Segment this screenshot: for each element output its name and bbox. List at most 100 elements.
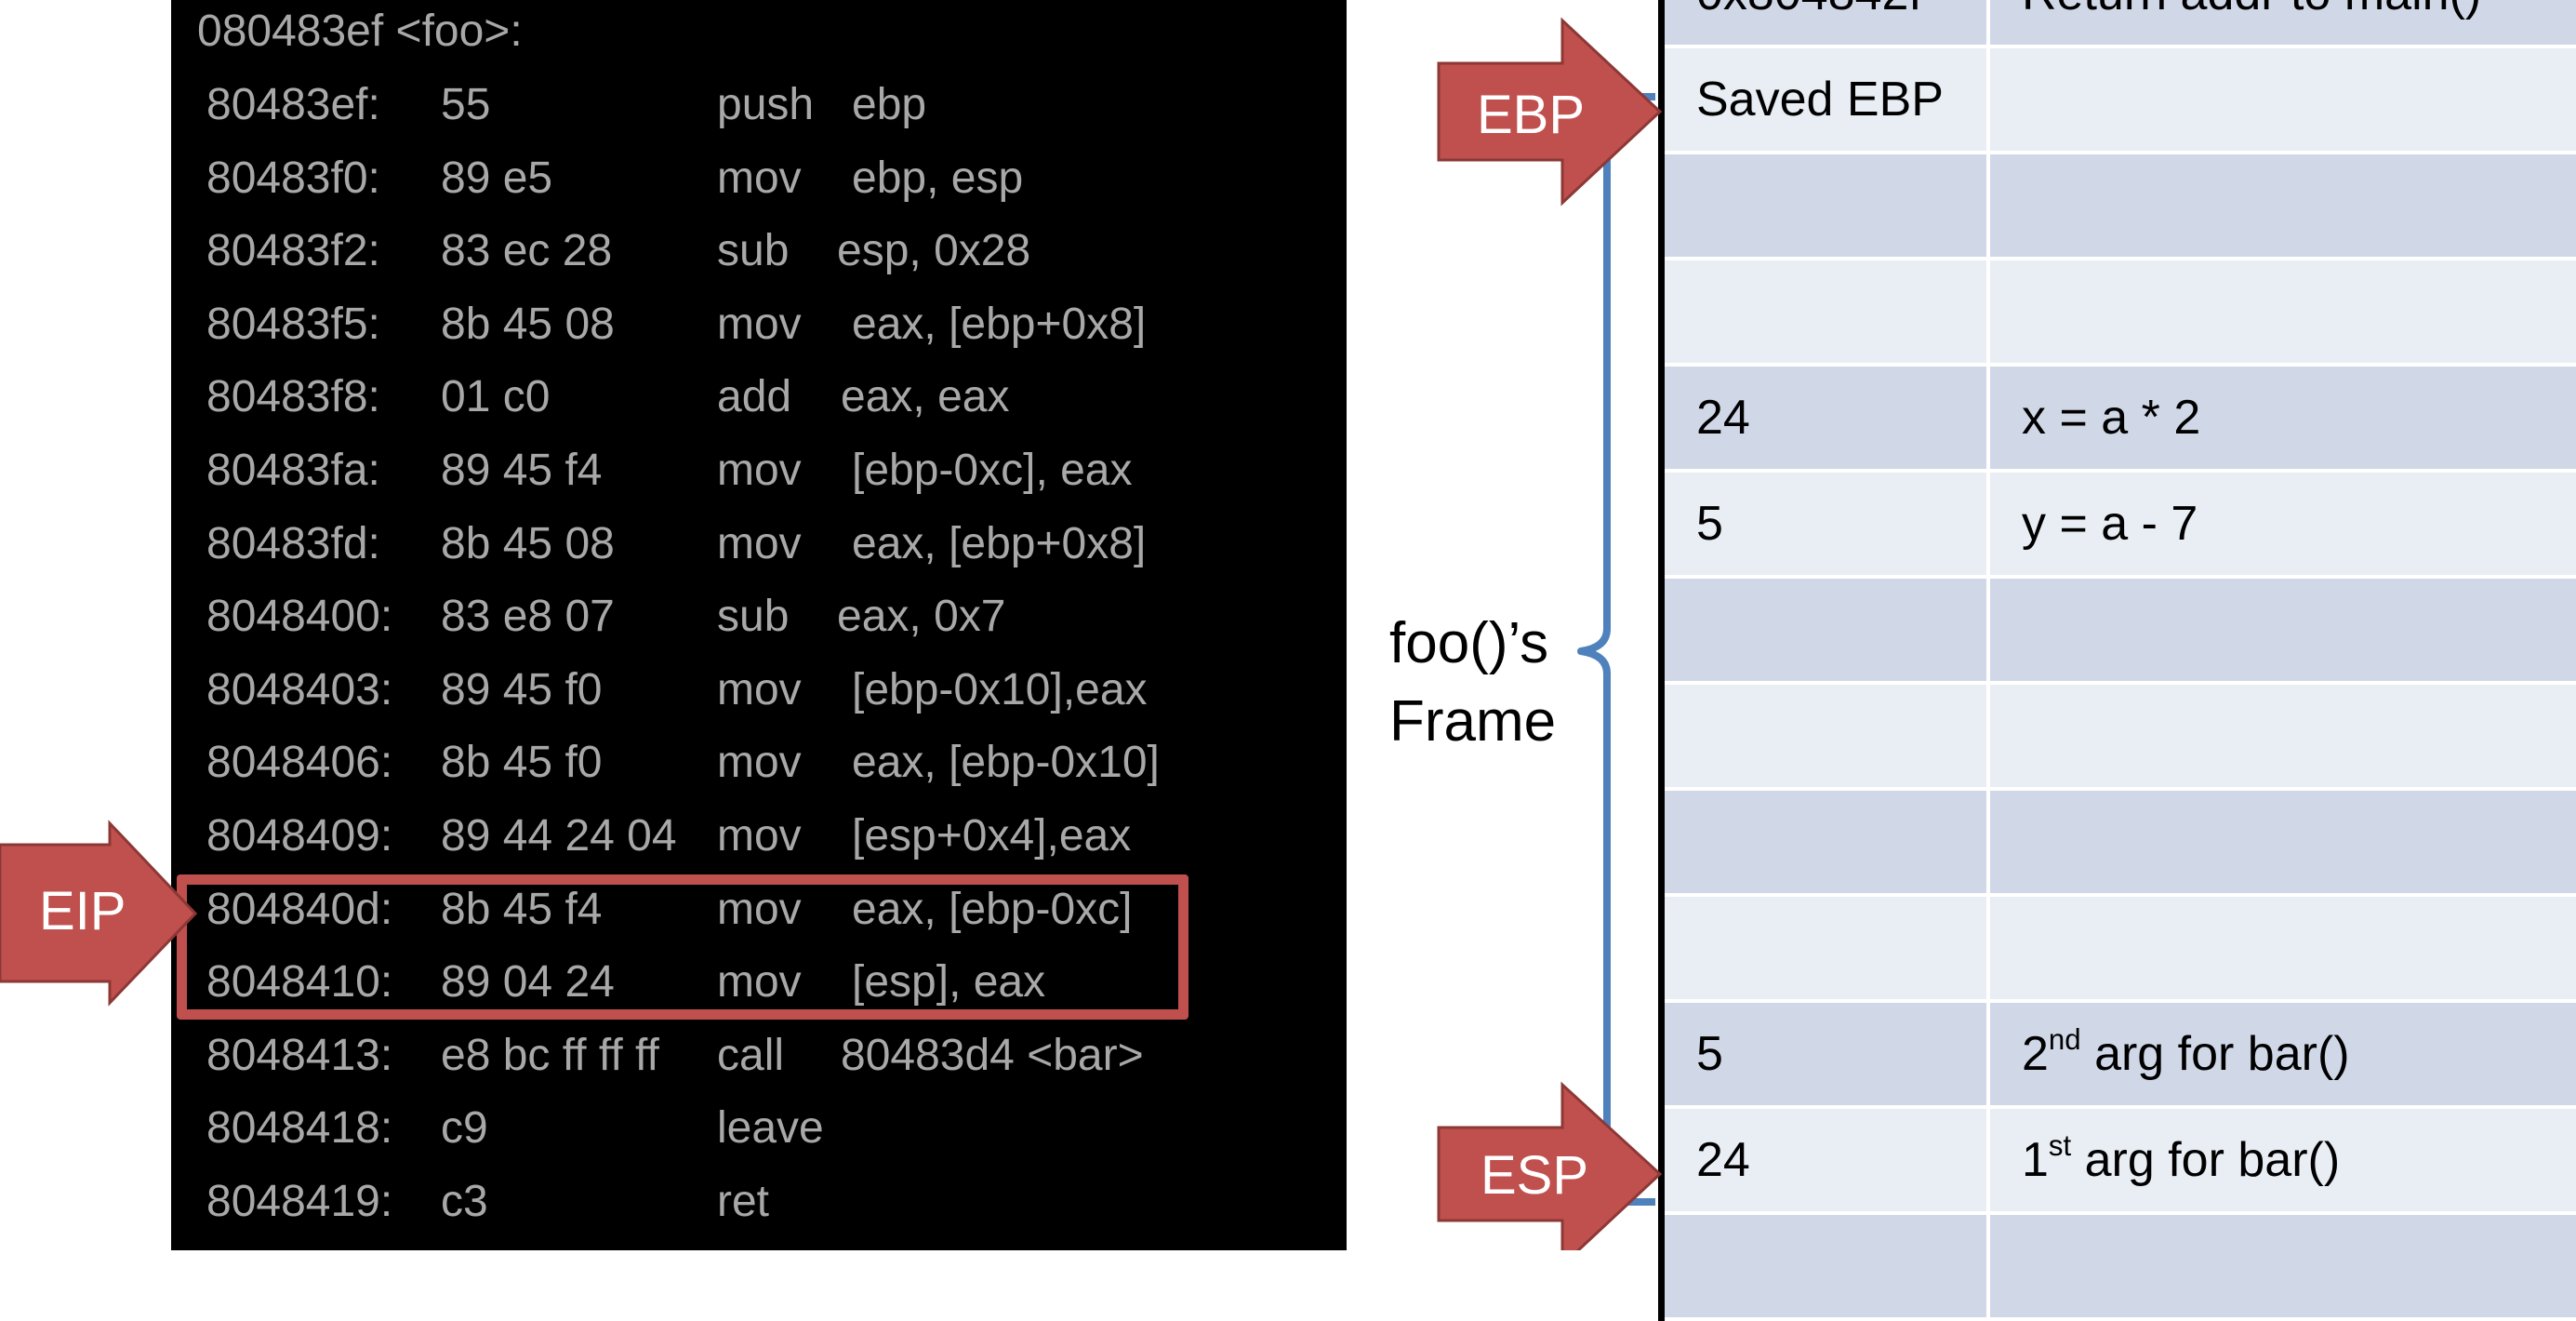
instruction-bytes: 89 04 24 [441, 957, 615, 1007]
instruction-address: 80483ef: [206, 80, 380, 129]
instruction-mnemonic: add [717, 372, 792, 422]
frame-label: foo()’s Frame [1389, 611, 1557, 754]
stack-slot: 5 y = a - 7 [1665, 473, 2576, 579]
instruction-address: 80483f8: [206, 372, 380, 422]
instruction-mnemonic: mov [717, 518, 802, 568]
instruction-address: 8048400: [206, 592, 393, 642]
instruction-bytes: 83 ec 28 [441, 226, 613, 276]
eip-arrow [0, 820, 198, 1007]
instruction-mnemonic: mov [717, 957, 802, 1007]
instruction-operands: [ebp-0xc], eax [852, 446, 1133, 495]
ordinal-suffix: st [2048, 1129, 2072, 1163]
stack-slot-value [1665, 897, 1990, 999]
stack-slot-value: Saved EBP [1665, 48, 1990, 151]
instruction-operands: eax, [ebp-0xc] [852, 884, 1133, 934]
instruction-bytes: 89 44 24 04 [441, 811, 677, 861]
instruction-bytes: 55 [441, 80, 491, 129]
instruction-operands: eax, 0x7 [837, 592, 1006, 642]
instruction-address: 8048410: [206, 957, 393, 1007]
instruction-bytes: c9 [441, 1103, 488, 1154]
stack-slot-value: 5 [1665, 473, 1990, 575]
ordinal-suffix: nd [2048, 1023, 2081, 1057]
instruction-address: 8048403: [206, 664, 393, 714]
instruction-operands: ebp [852, 80, 927, 129]
ordinal-number: 2 [2022, 1027, 2049, 1081]
stack-slot-value: 24 [1665, 1109, 1990, 1211]
instruction-address: 804840d: [206, 884, 393, 934]
instruction-operands: eax, eax [841, 372, 1010, 422]
stack-slot [1665, 791, 2576, 897]
ordinal-number: 1 [2022, 1133, 2049, 1187]
instruction-operands: 80483d4 <bar> [841, 1030, 1144, 1080]
instruction-mnemonic: ret [717, 1177, 770, 1226]
instruction-bytes: 89 45 f0 [441, 664, 603, 714]
instruction-address: 8048413: [206, 1030, 393, 1080]
instruction-operands: eax, [ebp-0x10] [852, 738, 1160, 788]
instruction-bytes: c3 [441, 1177, 488, 1226]
stack-slot: Saved EBP [1665, 48, 2576, 154]
annotation-layer [0, 17, 1663, 1250]
stack-slot-value [1665, 685, 1990, 787]
instruction-mnemonic: leave [717, 1103, 824, 1154]
stack-slot-description: x = a * 2 [2022, 391, 2201, 445]
instruction-address: 80483f2: [206, 226, 380, 276]
function-header: 080483ef <foo>: [197, 7, 523, 56]
stack-slot-value [1665, 260, 1990, 363]
stack-table: 0x804842fReturn addr to main()Saved EBP 2… [1658, 0, 2576, 1321]
instruction-mnemonic: mov [717, 738, 802, 788]
current-instruction-highlight [177, 874, 1188, 1020]
instruction-address: 8048419: [206, 1177, 393, 1226]
stack-slot [1665, 260, 2576, 367]
instruction-mnemonic: call [717, 1030, 785, 1080]
instruction-operands: ebp, esp [852, 153, 1024, 203]
instruction-operands: [ebp-0x10],eax [852, 664, 1148, 714]
instruction-bytes: 8b 45 f4 [441, 884, 603, 934]
stack-slot-value [1665, 154, 1990, 257]
instruction-operands: esp, 0x28 [837, 226, 1031, 276]
instruction-mnemonic: sub [717, 226, 790, 276]
instruction-address: 80483f5: [206, 299, 380, 349]
instruction-operands: eax, [ebp+0x8] [852, 299, 1147, 349]
stack-slot-value: 0x804842f [1665, 0, 1990, 45]
stack-slot-value [1665, 579, 1990, 681]
stack-slot [1665, 685, 2576, 791]
frame-bracket [1577, 93, 1655, 1206]
instruction-address: 80483fa: [206, 446, 380, 495]
stack-slot-value: 5 [1665, 1003, 1990, 1105]
instruction-address: 8048418: [206, 1103, 393, 1154]
instruction-mnemonic: mov [717, 299, 802, 349]
instruction-operands: [esp+0x4],eax [852, 811, 1132, 861]
instruction-address: 80483fd: [206, 518, 380, 568]
esp-arrow-label: ESP [1481, 1145, 1589, 1206]
stack-slot [1665, 897, 2576, 1003]
stack-slot [1665, 154, 2576, 260]
stack-slot-description: y = a - 7 [2022, 497, 2198, 551]
instruction-mnemonic: push [717, 80, 815, 129]
instruction-bytes: 83 e8 07 [441, 592, 615, 642]
instruction-mnemonic: mov [717, 664, 802, 714]
ebp-arrow-label: EBP [1477, 85, 1586, 145]
description-text: arg for bar() [2080, 1027, 2350, 1081]
description-text: arg for bar() [2071, 1133, 2341, 1187]
instruction-bytes: e8 bc ff ff ff [441, 1030, 659, 1080]
stack-slot-description: 1st arg for bar() [1990, 1109, 2576, 1211]
ebp-arrow [1437, 17, 1663, 207]
stack-slot-value [1665, 791, 1990, 893]
stack-slot: 0x804842fReturn addr to main() [1665, 0, 2576, 48]
stack-slot-description: Return addr to main() [1990, 0, 2576, 45]
instruction-operands: [esp], eax [852, 957, 1046, 1007]
instruction-address: 80483f0: [206, 153, 380, 203]
stack-slot [1665, 579, 2576, 685]
instruction-mnemonic: sub [717, 592, 790, 642]
eip-arrow-label: EIP [39, 881, 126, 941]
instruction-mnemonic: mov [717, 446, 802, 495]
esp-arrow [1437, 1081, 1663, 1250]
instruction-address: 8048409: [206, 811, 393, 861]
instruction-bytes: 8b 45 08 [441, 299, 615, 349]
instruction-address: 8048406: [206, 738, 393, 788]
instruction-mnemonic: mov [717, 884, 802, 934]
